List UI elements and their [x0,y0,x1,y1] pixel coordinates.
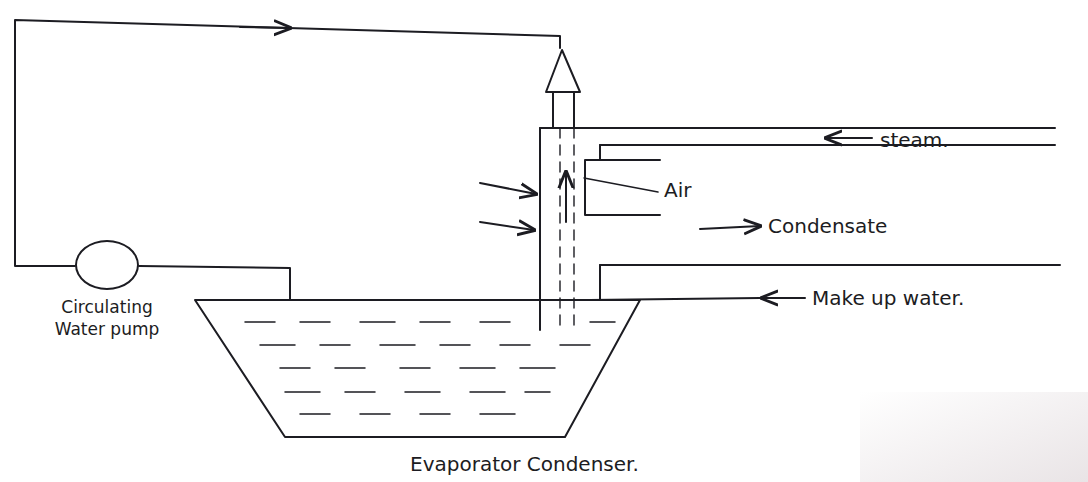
pump-symbol [75,240,139,290]
leader-line [584,178,658,192]
spray-nozzle [546,50,580,92]
return-pipe [15,20,560,266]
stream-label: Air [664,178,691,202]
condensate-pipe [600,264,1060,266]
makeup-arrow [762,297,805,299]
stream-label: Condensate [768,214,887,238]
steam-arrow [826,137,872,139]
air-inlet-arrow [480,183,536,194]
column-wall [599,145,601,160]
flow-arrow [240,27,290,28]
stream-label: Make up water. [812,286,964,310]
air-inlet-arrow [480,222,534,230]
water-tank [195,300,640,437]
steam-pipe [540,127,1055,129]
pump-node: Circulating Water pump [43,240,171,340]
caption: Evaporator Condenser. [410,452,639,476]
photo-shade [860,392,1088,482]
nozzle-stem [553,92,574,128]
water-surface [245,322,615,414]
air-arrow [565,172,567,222]
suction-pipe [139,266,290,300]
condenser-coil [585,160,660,215]
stream-label: steam. [880,128,949,152]
pump-label: Circulating Water pump [43,296,171,340]
column-wall [599,265,601,300]
condensate-arrow [700,226,760,229]
steam-pipe [600,144,1055,146]
